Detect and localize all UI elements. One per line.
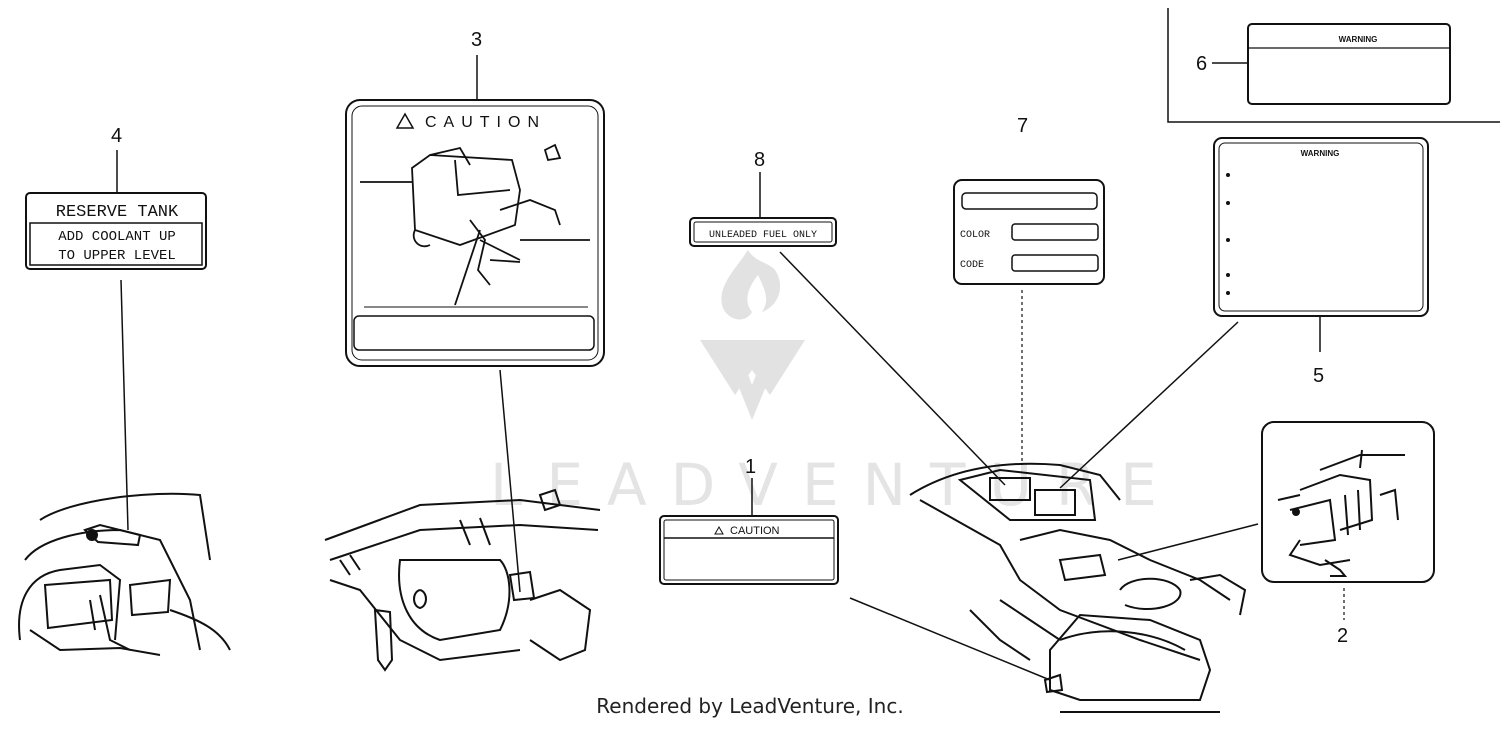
watermark-text: LEADVENTURE <box>490 451 1181 519</box>
routing-illustration <box>1277 449 1405 577</box>
callout-2[interactable]: 2 <box>1337 625 1348 647</box>
part-6-group: 6 WARNING <box>1167 8 1500 123</box>
frame-sketch <box>324 488 601 672</box>
code-field <box>1011 254 1099 272</box>
warning-label-large[interactable] <box>1213 137 1429 317</box>
reserve-tank-title: RESERVE TANK <box>56 203 179 222</box>
part-5-group: WARNING 5 <box>1059 137 1429 489</box>
caution-label-large[interactable] <box>345 99 605 367</box>
reserve-tank-sketch <box>18 492 231 656</box>
part-8-group: 8 UNLEADED FUEL ONLY <box>689 149 1006 486</box>
part-1-group: 1 CAUTION <box>659 456 1051 681</box>
caution-label-small-title: CAUTION <box>730 525 780 537</box>
callout-4[interactable]: 4 <box>111 125 122 147</box>
callout-5[interactable]: 5 <box>1313 365 1324 387</box>
part-7-group: 7 COLOR CODE <box>953 115 1105 465</box>
watermark-logo <box>700 250 805 420</box>
warning-label-inset[interactable] <box>1247 23 1451 105</box>
caution-illustration <box>360 143 590 306</box>
reserve-tank-label[interactable] <box>25 192 207 270</box>
reserve-tank-line1: ADD COOLANT UP <box>58 229 176 245</box>
part-3-group: 3 CAUTION <box>324 29 605 672</box>
callout-3[interactable]: 3 <box>471 29 482 51</box>
callout-7[interactable]: 7 <box>1017 115 1028 137</box>
warning-label-large-title: WARNING <box>1301 149 1340 158</box>
warning-label-inset-title: WARNING <box>1339 35 1378 44</box>
reserve-tank-line2: TO UPPER LEVEL <box>58 248 176 264</box>
caution-label-large-title: CAUTION <box>425 114 546 131</box>
part-2-group: 2 <box>1117 421 1435 647</box>
fuel-tank-sketch <box>909 462 1247 713</box>
routing-label[interactable] <box>1261 421 1435 583</box>
part-4-group: 4 RESERVE TANK ADD COOLANT UP TO UPPER L… <box>18 125 231 656</box>
color-code-label[interactable] <box>953 179 1105 285</box>
caution-label-small[interactable] <box>659 515 839 585</box>
code-field-label: CODE <box>960 260 984 271</box>
unleaded-fuel-label[interactable] <box>689 217 837 247</box>
callout-8[interactable]: 8 <box>754 149 765 171</box>
callout-6[interactable]: 6 <box>1196 53 1207 75</box>
unleaded-fuel-text: UNLEADED FUEL ONLY <box>709 230 817 241</box>
color-field <box>1011 223 1099 241</box>
callout-1[interactable]: 1 <box>745 456 756 478</box>
color-field-label: COLOR <box>960 230 990 241</box>
footer-credit: Rendered by LeadVenture, Inc. <box>596 694 904 718</box>
